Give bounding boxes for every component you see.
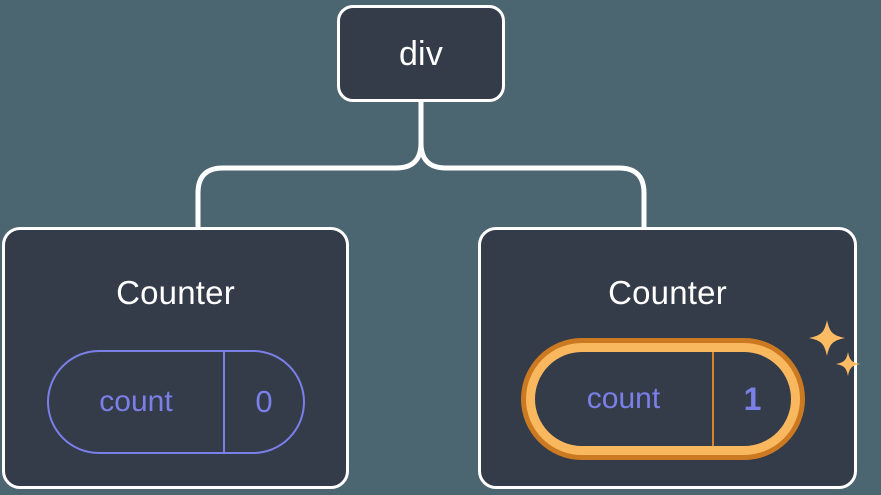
node-counter-right[interactable]: Counter count 1 — [478, 227, 860, 489]
node-div[interactable]: div — [337, 5, 505, 102]
node-counter-left[interactable]: Counter count 0 — [2, 227, 349, 489]
node-counter-right-title: Counter — [608, 274, 727, 311]
connector-branch-right — [418, 140, 647, 232]
connector-branch-left — [195, 140, 424, 232]
sparkle-group — [809, 320, 860, 376]
sparkle-icon — [836, 352, 860, 376]
node-counter-left-title: Counter — [116, 274, 235, 311]
state-pill-right-highlighted[interactable]: count 1 — [521, 338, 805, 460]
state-value-left: 0 — [255, 384, 273, 419]
state-value-right: 1 — [743, 380, 762, 417]
sparkle-icon — [809, 320, 845, 356]
state-key-left: count — [49, 352, 225, 452]
state-pill-right-inner: count 1 — [526, 343, 800, 455]
state-key-right: count — [535, 352, 714, 446]
state-pill-left[interactable]: count 0 — [47, 350, 305, 454]
node-div-label: div — [398, 34, 444, 73]
